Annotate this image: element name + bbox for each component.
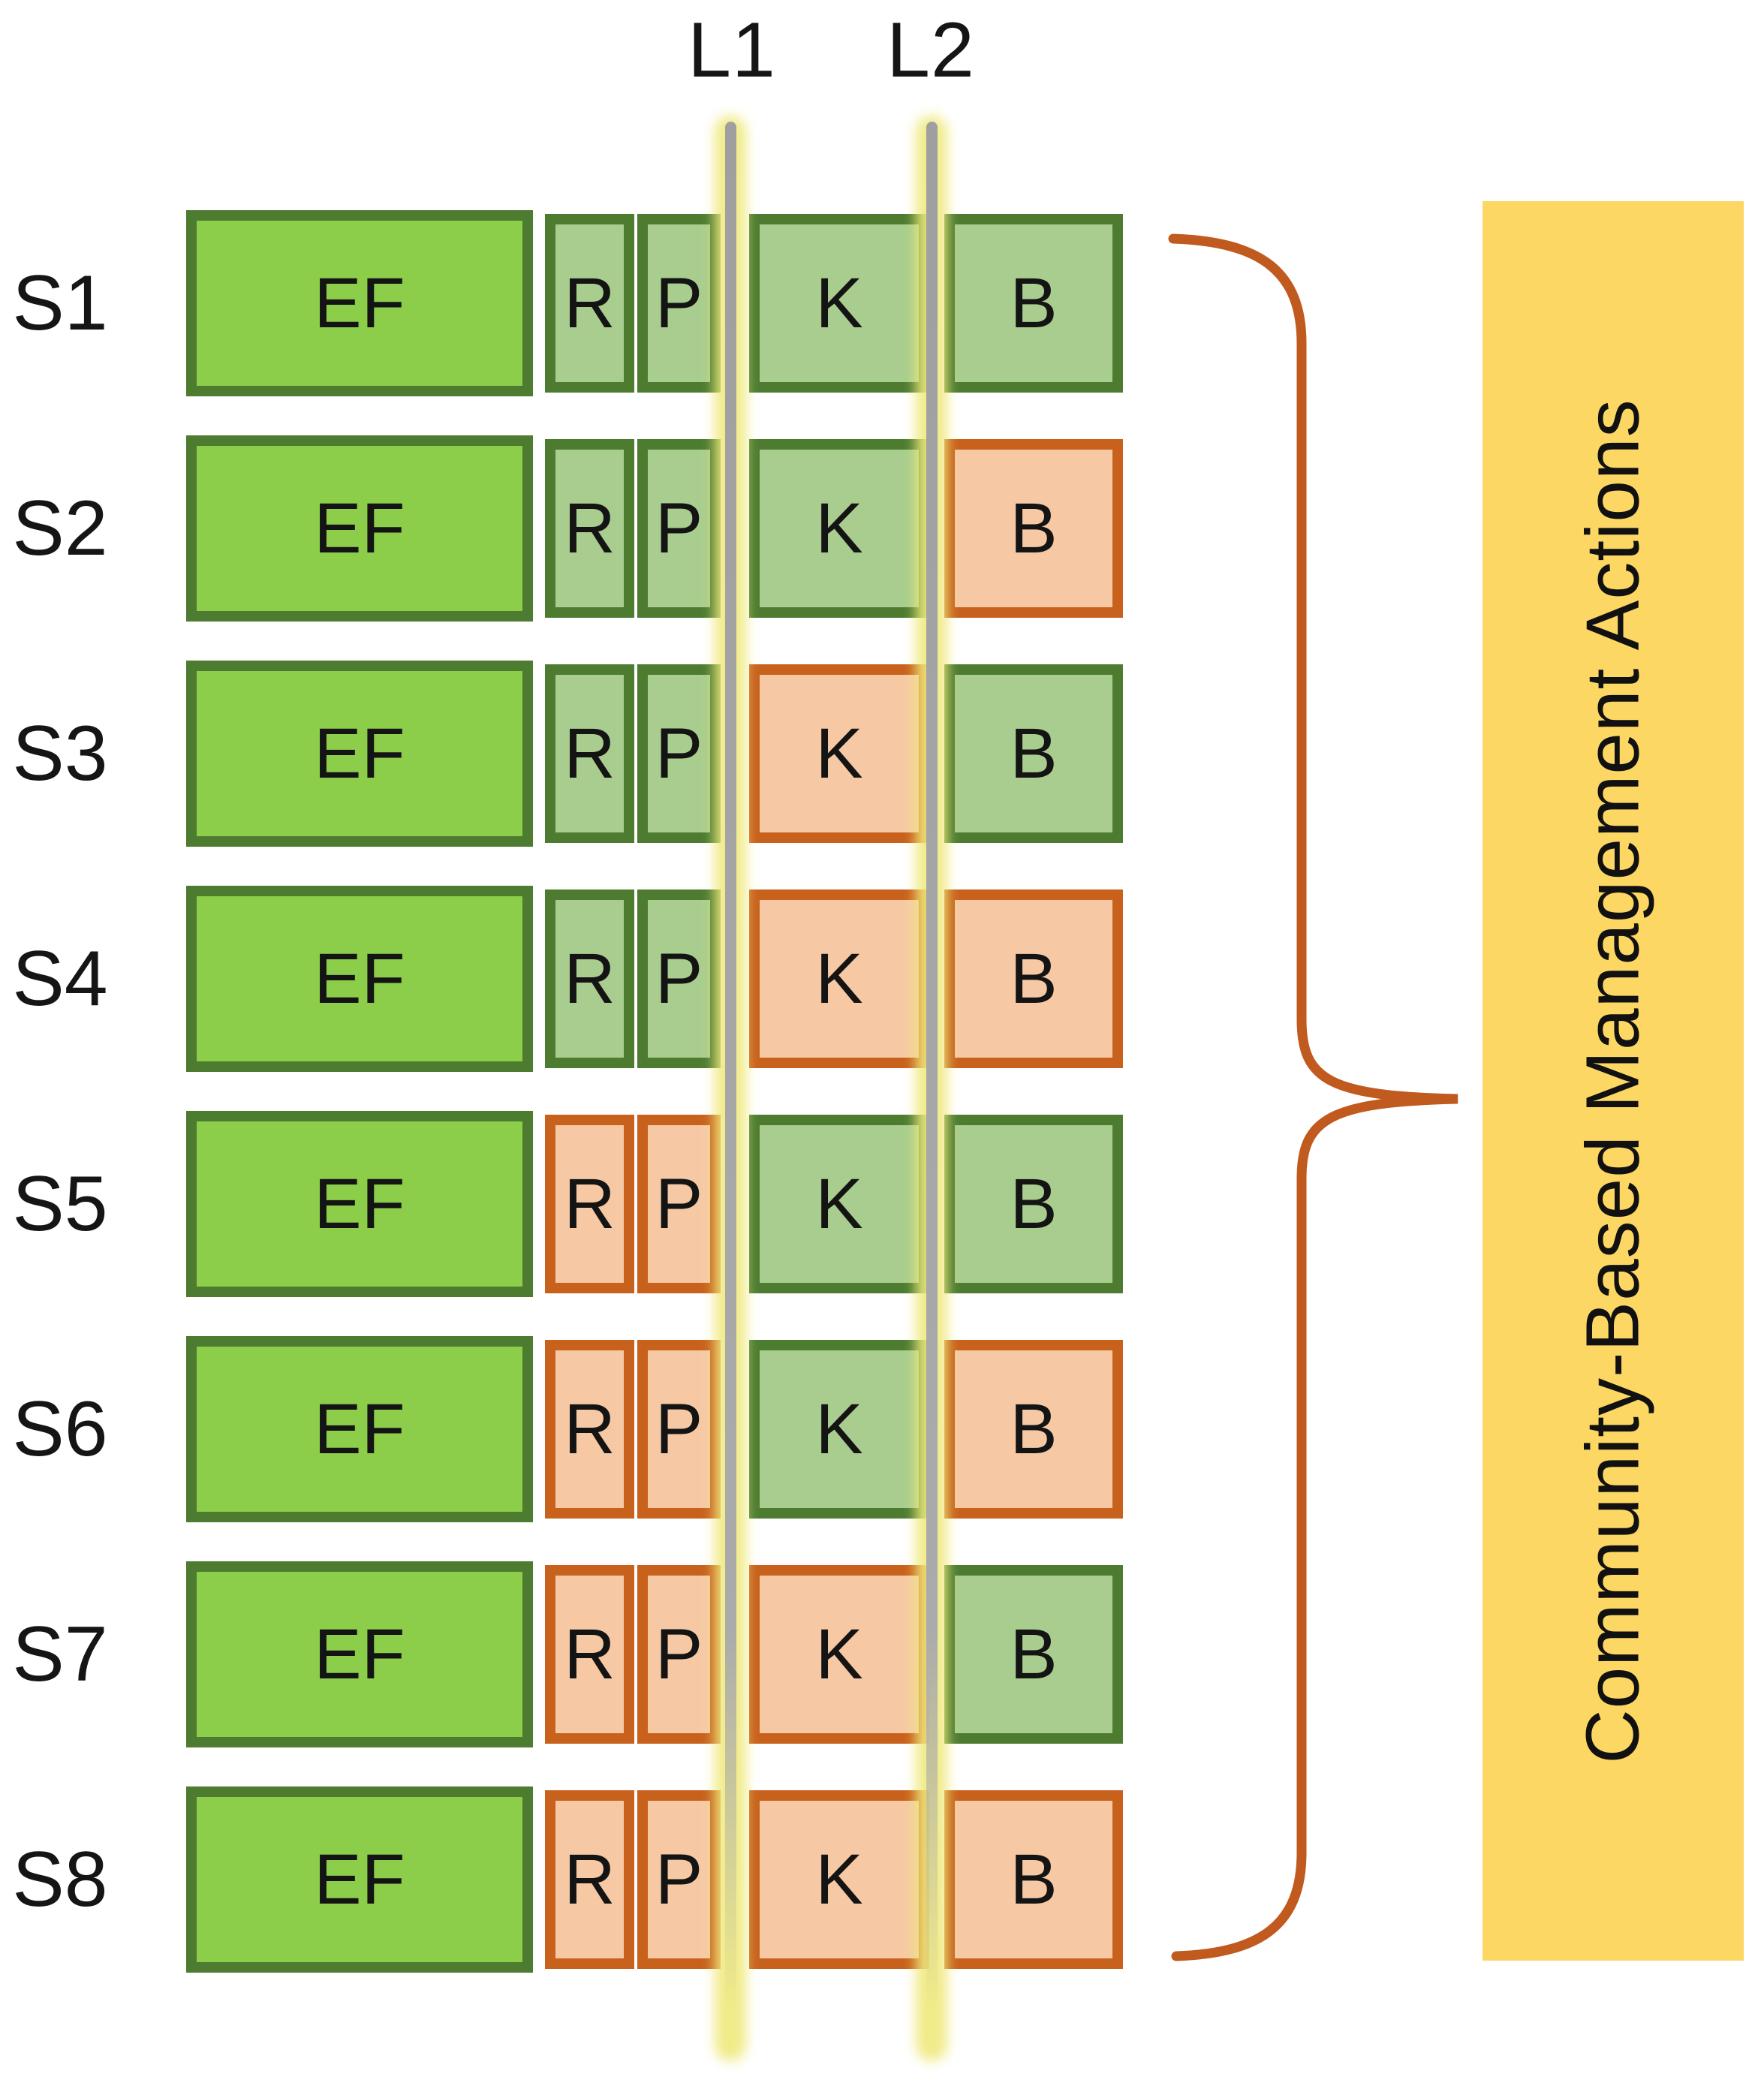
- scenario-label: S5: [12, 1160, 108, 1248]
- cell-b-s2: B: [944, 439, 1123, 618]
- scenario-label: S7: [12, 1610, 108, 1698]
- cell-b-s7: B: [944, 1565, 1123, 1744]
- annotation-panel: Community-Based Management Actions: [1483, 201, 1744, 1961]
- cell-b-s6: B: [944, 1340, 1123, 1519]
- cell-p-s7: P: [637, 1565, 721, 1744]
- cell-k-s4: K: [749, 889, 929, 1068]
- scenario-label: S4: [12, 935, 108, 1022]
- l1-label: L1: [688, 7, 776, 94]
- scenario-label: S1: [12, 259, 108, 347]
- cell-p-s5: P: [637, 1115, 721, 1293]
- cell-ef-s6: EF: [186, 1336, 533, 1522]
- cell-k-s8: K: [749, 1790, 929, 1969]
- l2-line-core: [926, 122, 938, 2009]
- cell-ef-s8: EF: [186, 1786, 533, 1973]
- cell-ef-s1: EF: [186, 210, 533, 396]
- cell-r-s8: R: [545, 1790, 634, 1969]
- cell-r-s3: R: [545, 664, 634, 843]
- l2-label: L2: [887, 7, 975, 94]
- cell-r-s4: R: [545, 889, 634, 1068]
- cell-r-s2: R: [545, 439, 634, 618]
- cell-k-s5: K: [749, 1115, 929, 1293]
- cell-p-s1: P: [637, 214, 721, 393]
- scenario-label: S8: [12, 1835, 108, 1923]
- cell-ef-s7: EF: [186, 1561, 533, 1747]
- scenario-label: S6: [12, 1385, 108, 1473]
- cell-p-s2: P: [637, 439, 721, 618]
- cell-r-s1: R: [545, 214, 634, 393]
- cell-k-s3: K: [749, 664, 929, 843]
- cell-r-s6: R: [545, 1340, 634, 1519]
- cell-k-s6: K: [749, 1340, 929, 1519]
- cell-k-s2: K: [749, 439, 929, 618]
- l1-line-core: [725, 122, 736, 2009]
- cell-p-s6: P: [637, 1340, 721, 1519]
- cell-b-s8: B: [944, 1790, 1123, 1969]
- cell-ef-s5: EF: [186, 1111, 533, 1297]
- cell-p-s4: P: [637, 889, 721, 1068]
- cell-k-s1: K: [749, 214, 929, 393]
- cell-r-s7: R: [545, 1565, 634, 1744]
- cell-ef-s4: EF: [186, 886, 533, 1072]
- cell-p-s3: P: [637, 664, 721, 843]
- cell-b-s3: B: [944, 664, 1123, 843]
- cell-ef-s2: EF: [186, 435, 533, 622]
- cell-ef-s3: EF: [186, 661, 533, 847]
- cell-r-s5: R: [545, 1115, 634, 1293]
- scenario-label: S2: [12, 484, 108, 572]
- cell-b-s1: B: [944, 214, 1123, 393]
- cell-b-s4: B: [944, 889, 1123, 1068]
- scenario-label: S3: [12, 709, 108, 797]
